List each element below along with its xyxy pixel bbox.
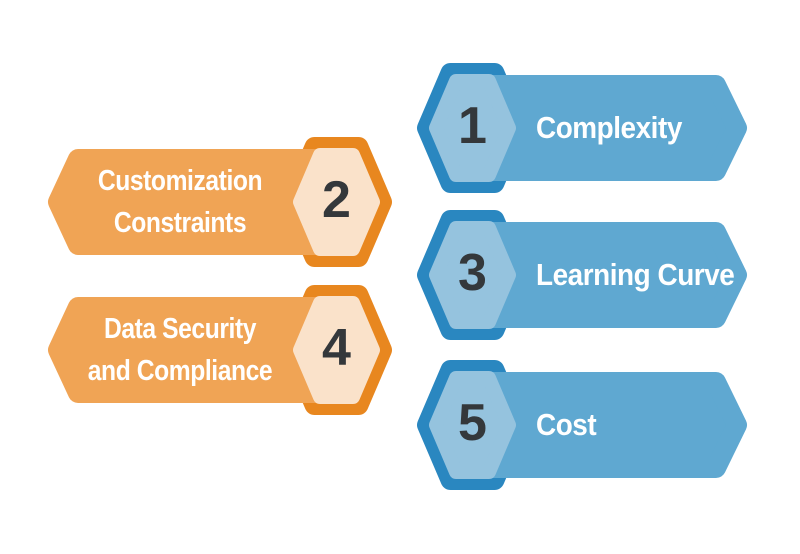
- step-3-graphic: [417, 210, 747, 340]
- step-item-4: 4 Data Security and Compliance: [38, 275, 403, 425]
- step-item-3: 3 Learning Curve: [390, 200, 755, 350]
- step-label: Data Security and Compliance: [70, 297, 291, 403]
- hexagon-inner: [293, 148, 380, 256]
- step-number: 1: [458, 96, 487, 155]
- step-label: Cost: [536, 407, 597, 442]
- step-label-line: and Compliance: [87, 355, 273, 387]
- hexagon-inner: [429, 221, 516, 329]
- step-number: 2: [322, 170, 351, 229]
- step-item-1: 1 Complexity: [390, 53, 755, 203]
- step-label-line: Data Security: [103, 313, 257, 345]
- step-number: 3: [458, 243, 487, 302]
- step-label: Customization Constraints: [70, 149, 291, 255]
- step-number: 5: [458, 393, 487, 452]
- step-5-graphic: [417, 360, 747, 490]
- step-item-2: 2 Customization Constraints: [38, 127, 403, 277]
- step-label-line: Constraints: [113, 207, 247, 239]
- step-number: 4: [322, 318, 351, 377]
- step-item-5: 5 Cost: [390, 350, 755, 500]
- hexagon-inner: [429, 74, 516, 182]
- step-label: Complexity: [536, 110, 682, 145]
- step-4-graphic: [48, 285, 392, 415]
- step-label-line: Customization: [97, 165, 263, 197]
- hexagon-inner: [429, 371, 516, 479]
- step-1-graphic: [417, 63, 747, 193]
- step-label: Learning Curve: [536, 257, 735, 292]
- step-2-graphic: [48, 137, 392, 267]
- hexagon-inner: [293, 296, 380, 404]
